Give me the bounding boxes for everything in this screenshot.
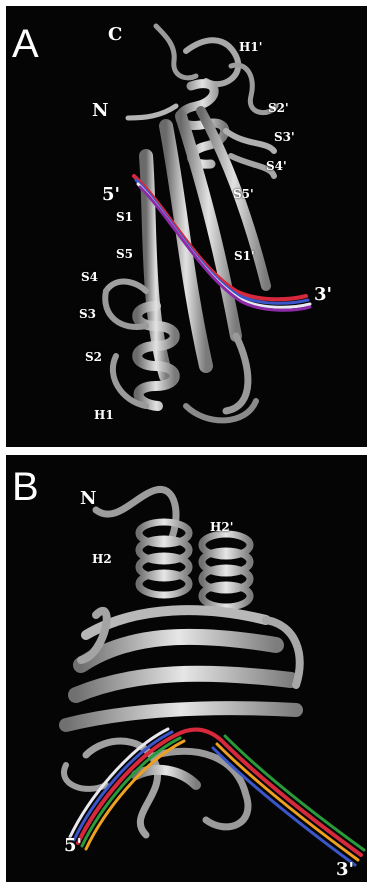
label-s3: S3 bbox=[79, 308, 96, 320]
panel-letter-b: B bbox=[12, 467, 39, 507]
label-s1-prime: S1' bbox=[234, 250, 255, 262]
label-h2-prime: H2' bbox=[210, 521, 233, 533]
protein-structure-a bbox=[6, 6, 367, 447]
label-5-prime-b: 5' bbox=[64, 837, 82, 855]
label-s2: S2 bbox=[85, 351, 102, 363]
label-s4-prime: S4' bbox=[266, 160, 287, 172]
label-s1: S1 bbox=[116, 211, 133, 223]
label-h1: H1 bbox=[94, 409, 114, 421]
label-n-terminus-b: N bbox=[80, 490, 96, 508]
panel-letter-a: A bbox=[12, 24, 39, 64]
label-3-prime: 3' bbox=[314, 286, 332, 304]
label-3-prime-b: 3' bbox=[336, 861, 354, 879]
protein-structure-b bbox=[6, 455, 367, 882]
label-s3-prime: S3' bbox=[274, 131, 295, 143]
panel-b: B N H2 H2' 5' 3' bbox=[6, 455, 367, 882]
label-n-terminus: N bbox=[92, 102, 108, 120]
label-h1-prime: H1' bbox=[239, 41, 262, 53]
label-c-terminus: C bbox=[108, 26, 122, 44]
label-s4: S4 bbox=[81, 271, 98, 283]
label-s5: S5 bbox=[116, 248, 133, 260]
label-5-prime: 5' bbox=[102, 186, 120, 204]
label-s5-prime: S5' bbox=[233, 188, 254, 200]
label-h2: H2 bbox=[92, 553, 112, 565]
label-s2-prime: S2' bbox=[268, 102, 289, 114]
panel-a: A C H1' N S2' S3' S4' 5' S5' S1 S5 S1' S… bbox=[6, 6, 367, 447]
